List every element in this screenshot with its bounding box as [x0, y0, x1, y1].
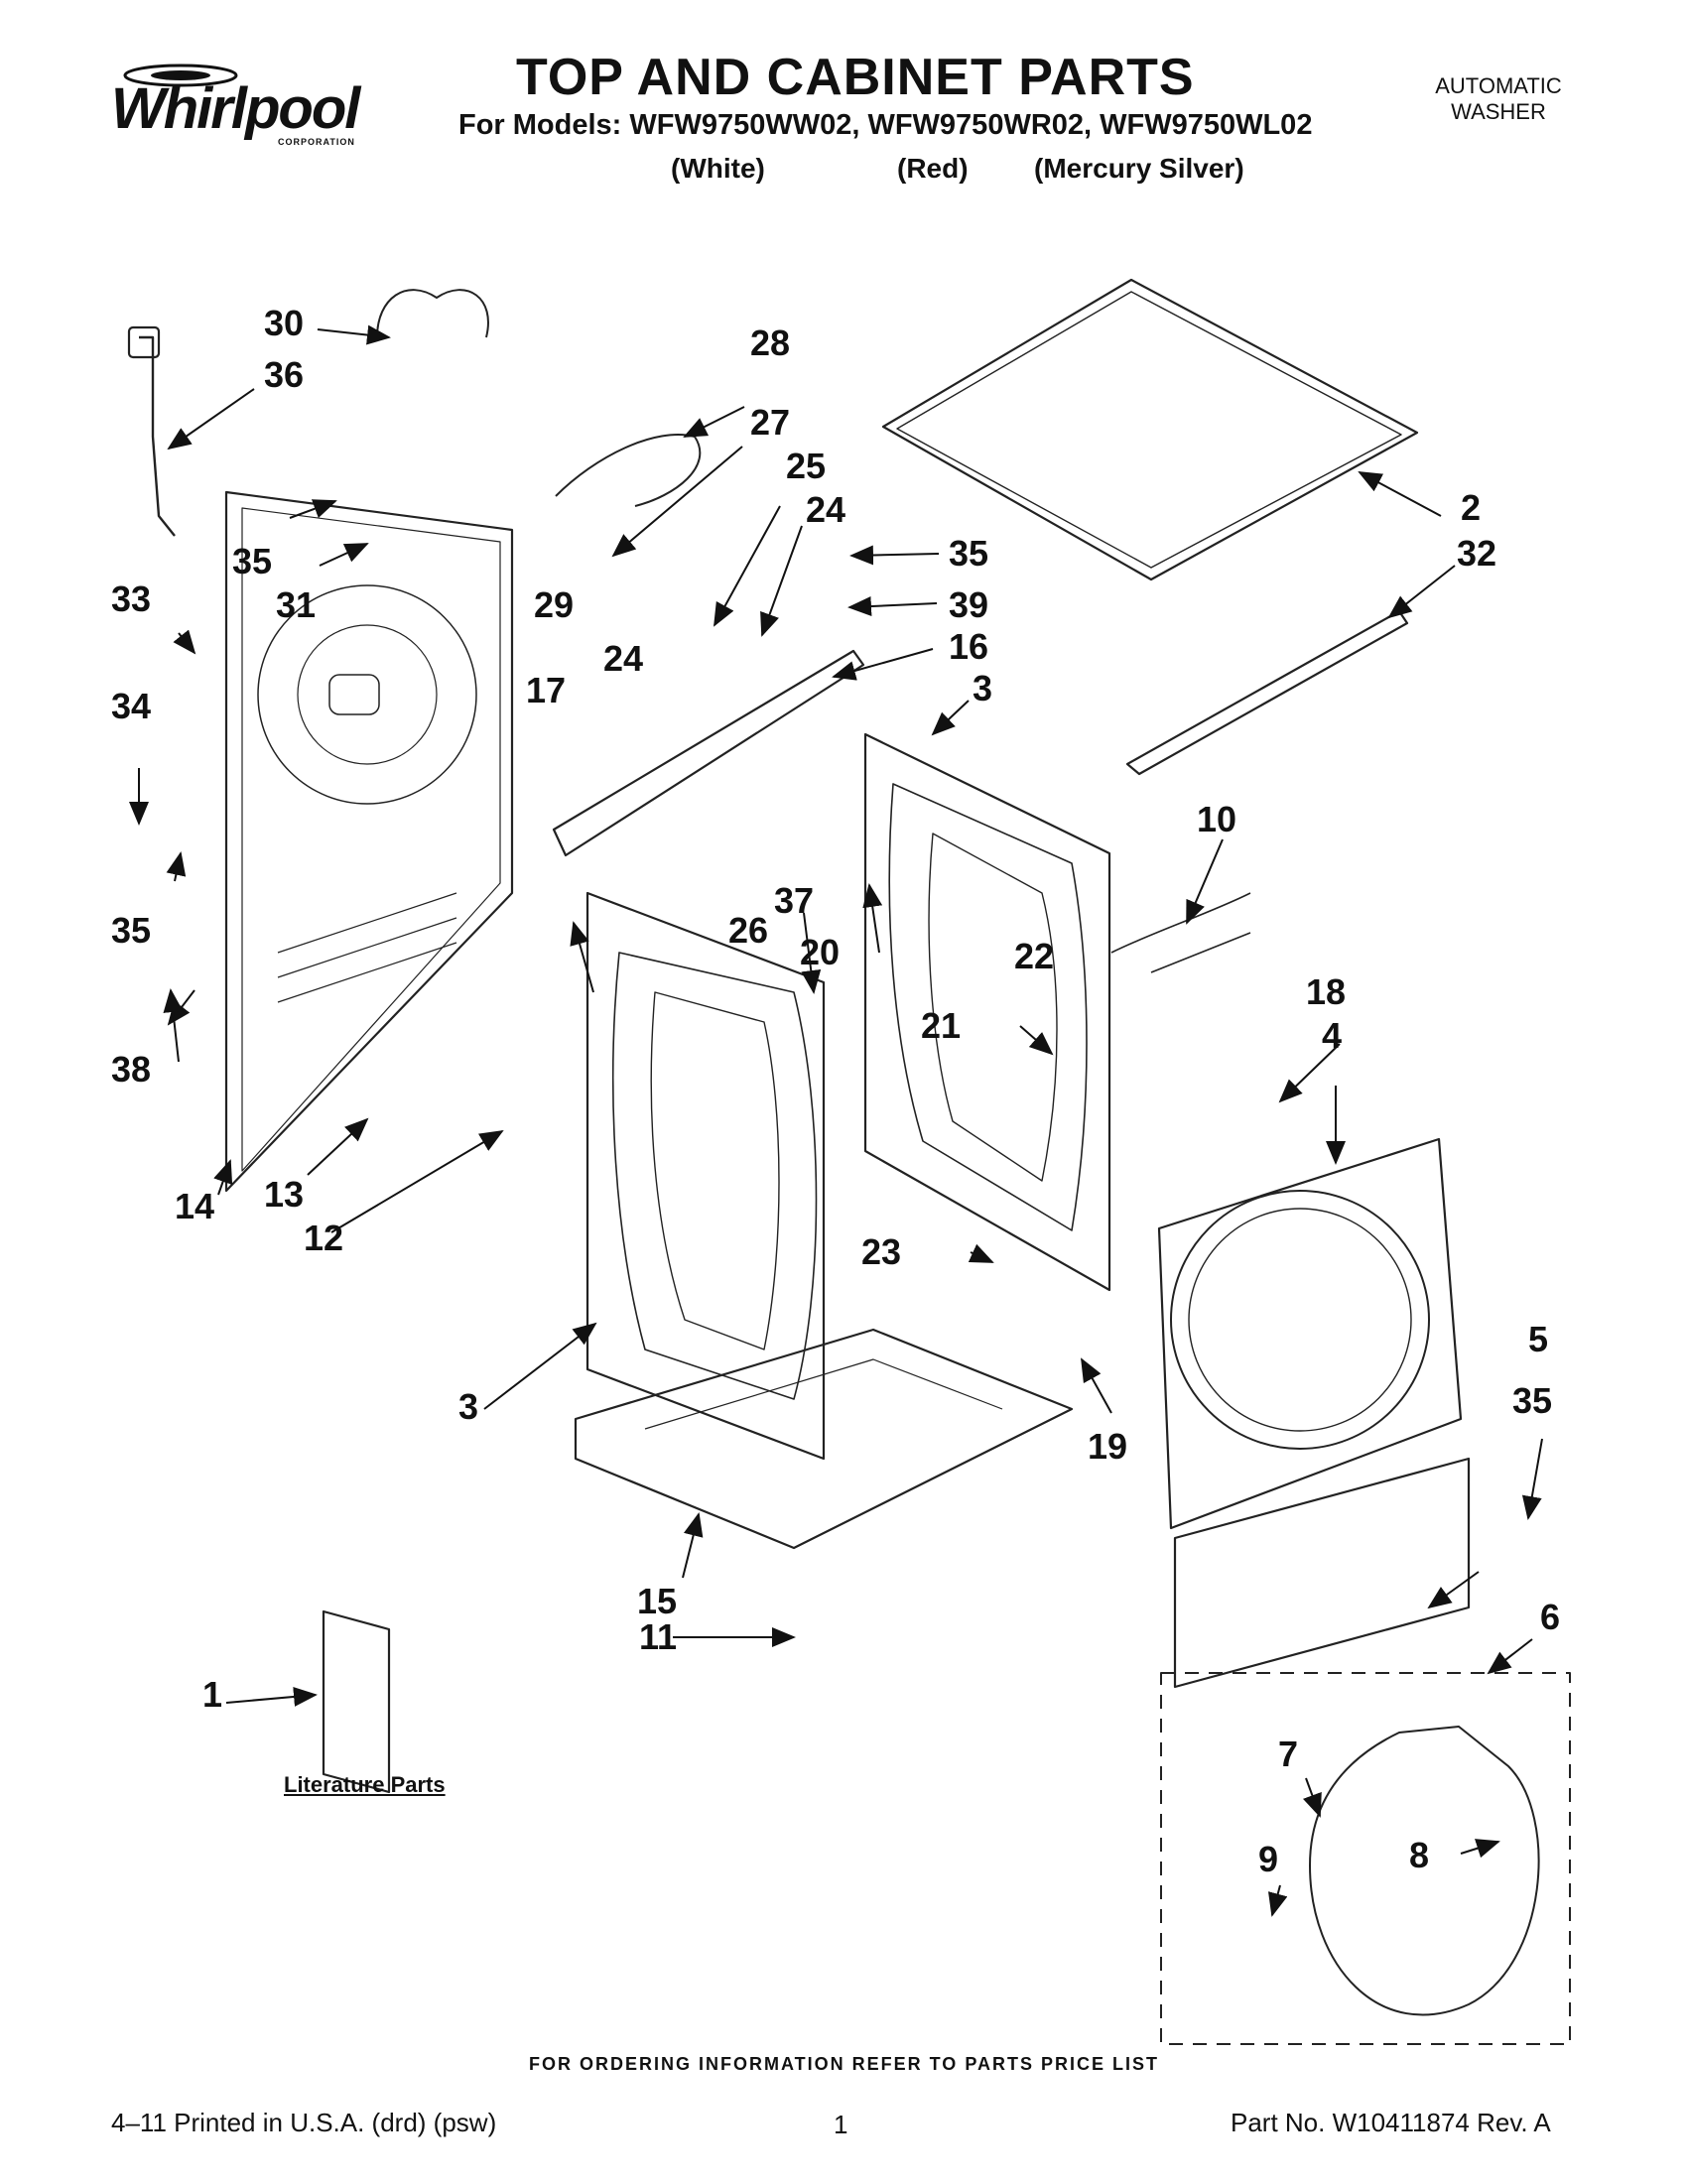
callout-11: 11 [639, 1616, 678, 1657]
callout-37: 37 [774, 880, 815, 921]
callout-34: 34 [111, 686, 152, 726]
console-rail-part [552, 649, 865, 857]
models-line: For Models: WFW9750WW02, WFW9750WR02, WF… [458, 109, 1313, 141]
appliance-type-line2: WASHER [1451, 99, 1546, 124]
callout-30: 30 [264, 303, 305, 343]
color-label-red: (Red) [897, 153, 969, 184]
callout-25: 25 [786, 446, 827, 486]
callout-22: 22 [1014, 936, 1055, 976]
inlet-hose-part [139, 335, 176, 537]
callout-35: 35 [1512, 1380, 1553, 1421]
power-cord-part [555, 434, 702, 507]
callout-12: 12 [304, 1218, 344, 1258]
logo-swoosh-icon [123, 64, 238, 87]
callout-15: 15 [637, 1581, 678, 1621]
toe-panel-part [1173, 1457, 1471, 1689]
callout-3: 3 [458, 1386, 479, 1427]
callout-28: 28 [750, 322, 791, 363]
callout-23: 23 [861, 1231, 902, 1272]
wire-harness-part [1110, 892, 1251, 973]
hose-clip-part [376, 289, 489, 338]
callout-21: 21 [921, 1005, 962, 1046]
appliance-type: AUTOMATIC WASHER [1409, 73, 1588, 125]
callout-17: 17 [526, 670, 567, 710]
page-number: 1 [834, 2110, 848, 2139]
page-title: TOP AND CABINET PARTS [516, 49, 1195, 106]
callout-24: 24 [806, 489, 846, 530]
callout-3: 3 [973, 668, 993, 708]
brace-part [1125, 609, 1409, 776]
literature-part [322, 1609, 391, 1794]
clamp-assembly-box [1160, 1672, 1571, 2045]
callout-32: 32 [1457, 533, 1497, 574]
callout-10: 10 [1197, 799, 1237, 839]
part-number: Part No. W10411874 Rev. A [1231, 2108, 1551, 2137]
ordering-notice: FOR ORDERING INFORMATION REFER TO PARTS … [528, 2054, 1159, 2074]
callout-13: 13 [264, 1174, 305, 1215]
callout-39: 39 [949, 584, 989, 625]
color-label-silver: (Mercury Silver) [1034, 153, 1244, 184]
whirlpool-logo: Whirlpool CORPORATION [111, 62, 369, 151]
callout-2: 2 [1461, 487, 1482, 528]
rear-panel-part [224, 490, 514, 1193]
callout-6: 6 [1540, 1597, 1561, 1637]
leader-lines [129, 324, 1543, 1917]
base-part [574, 1328, 1074, 1550]
callout-4: 4 [1322, 1015, 1343, 1056]
color-label-white: (White) [671, 153, 765, 184]
callout-33: 33 [111, 578, 152, 619]
callout-27: 27 [750, 402, 791, 443]
top-cover-part [881, 278, 1419, 581]
callout-29: 29 [534, 584, 575, 625]
callout-5: 5 [1528, 1319, 1549, 1359]
callout-24: 24 [603, 638, 644, 679]
callout-14: 14 [175, 1186, 215, 1226]
callout-9: 9 [1258, 1839, 1279, 1879]
print-info: 4–11 Printed in U.S.A. (drd) (psw) [111, 2108, 497, 2137]
callout-35: 35 [111, 910, 152, 951]
side-panel-right-part [863, 732, 1111, 1292]
callout-26: 26 [728, 910, 769, 951]
callout-18: 18 [1306, 971, 1347, 1012]
logo-wordmark: Whirlpool [111, 76, 360, 141]
callout-16: 16 [949, 626, 989, 667]
literature-parts-label: Literature Parts [284, 1772, 446, 1797]
callout-31: 31 [276, 584, 317, 625]
appliance-type-line1: AUTOMATIC [1435, 73, 1562, 98]
callout-35: 35 [949, 533, 989, 574]
callout-38: 38 [111, 1049, 152, 1090]
front-panel-part [1157, 1137, 1463, 1530]
side-panel-left-part [585, 891, 826, 1461]
logo-corporation: CORPORATION [278, 137, 355, 147]
callout-1: 1 [202, 1674, 223, 1715]
callout-19: 19 [1088, 1426, 1128, 1467]
callout-8: 8 [1409, 1835, 1430, 1875]
callout-35: 35 [232, 541, 273, 581]
callout-7: 7 [1278, 1734, 1299, 1774]
callout-36: 36 [264, 354, 305, 395]
callout-20: 20 [800, 932, 841, 972]
